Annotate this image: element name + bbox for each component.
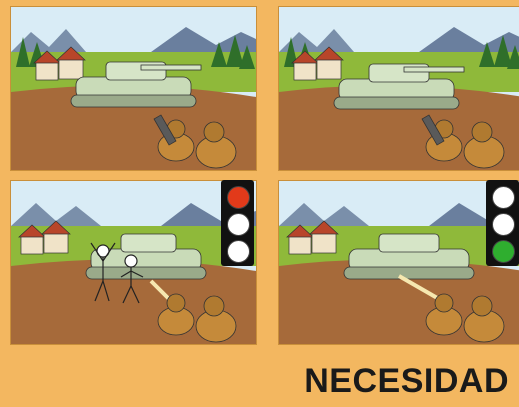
tree-line xyxy=(16,35,255,69)
soldiers xyxy=(421,114,505,169)
tank xyxy=(70,61,202,108)
shot-trail xyxy=(149,279,173,303)
mountain xyxy=(11,203,101,226)
soldiers xyxy=(153,114,237,169)
panel-3-scene xyxy=(11,181,256,344)
village-houses xyxy=(18,220,71,255)
soldiers xyxy=(157,293,237,343)
civilians xyxy=(90,242,144,304)
village-houses xyxy=(33,46,86,81)
shot-trail xyxy=(398,274,440,301)
top-light xyxy=(492,186,515,209)
village-houses xyxy=(286,220,339,255)
panel-3 xyxy=(10,180,257,345)
caption-necesidad: NECESIDAD xyxy=(304,362,509,400)
dirt-ground xyxy=(11,259,256,344)
panel-2-scene xyxy=(279,7,519,170)
dirt-ground xyxy=(11,85,256,170)
middle-light xyxy=(227,213,250,236)
panel-4-scene xyxy=(279,181,519,344)
traffic-light-left xyxy=(221,180,254,266)
panel-1-scene xyxy=(11,7,256,170)
soldiers xyxy=(425,293,505,343)
middle-light xyxy=(492,213,515,236)
panel-2 xyxy=(278,6,519,171)
mountain xyxy=(279,29,354,52)
mountain xyxy=(151,27,256,57)
panel-4 xyxy=(278,180,519,345)
bottom-light xyxy=(227,240,250,263)
mountain xyxy=(279,203,369,226)
tank xyxy=(85,233,207,280)
green-light xyxy=(492,240,515,263)
panel-1 xyxy=(10,6,257,171)
mountain xyxy=(419,27,519,57)
tank xyxy=(333,63,465,110)
mountain xyxy=(11,29,86,52)
red-light xyxy=(227,186,250,209)
traffic-light-right xyxy=(486,180,519,266)
village-houses xyxy=(291,46,344,81)
tank xyxy=(343,233,475,280)
